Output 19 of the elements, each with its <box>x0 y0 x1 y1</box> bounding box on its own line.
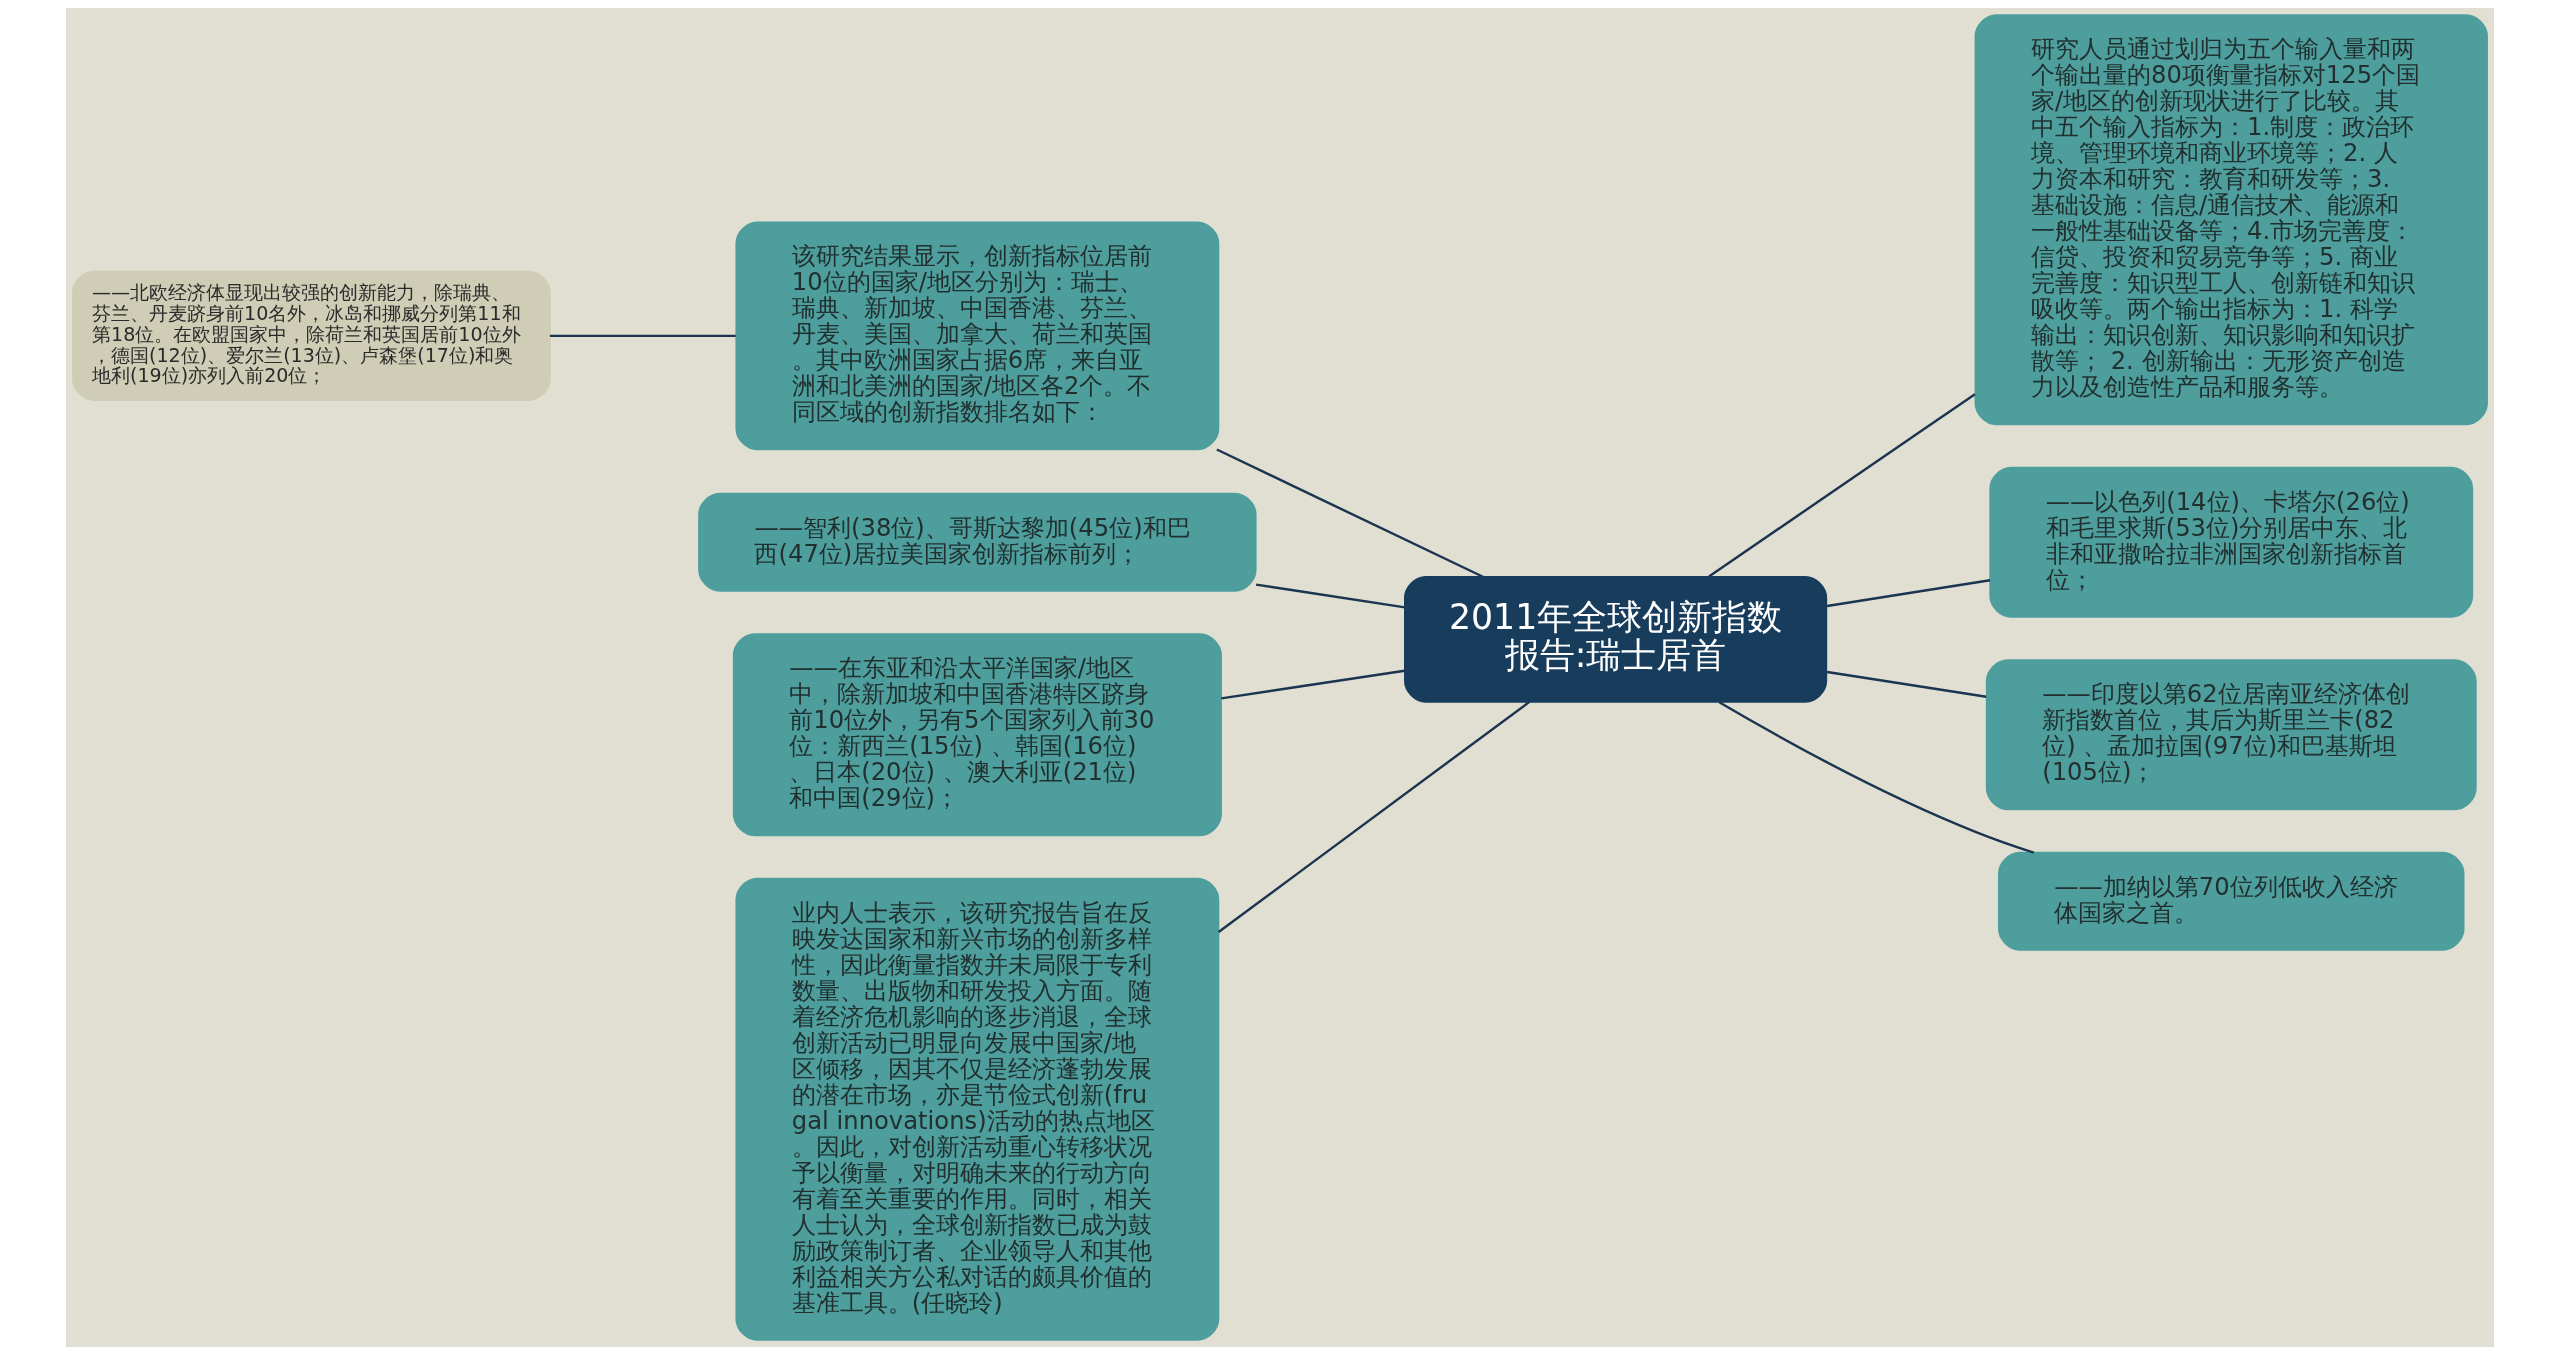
node-box: 2011年全球创新指数报告:瑞士居首 <box>1404 576 1828 703</box>
connector <box>1255 583 1406 609</box>
node-box: ——印度以第62位居南亚经济体创新指数首位，其后为斯里兰卡(82位) 、孟加拉国(97位)和巴基斯坦(105位)； <box>1985 659 2477 811</box>
node-box: ——加纳以第70位列低收入经济体国家之首。 <box>1998 851 2465 951</box>
connector <box>1718 701 2035 854</box>
connector <box>1708 393 1976 578</box>
connector <box>1221 669 1405 700</box>
node-box: 该研究结果显示，创新指标位居前10位的国家/地区分别为：瑞士、瑞典、新加坡、中国香港、芬兰、丹麦、美国、加拿大、荷兰和英国。其中欧洲国家占据6席，来自亚洲和北美洲的国家/地区各2个。不同区域的创新指数排名如下： <box>735 221 1220 451</box>
connector <box>1826 670 1987 699</box>
connector <box>549 334 736 338</box>
connector <box>1217 700 1531 933</box>
node-box: 研究人员通过划归为五个输入量和两个输出量的80项衡量指标对125个国家/地区的创新现状进行了比较。其中五个输入指标为：1.制度：政治环境、管理环境和商业环境等；2. 人力资本和研究：教育和研发等；3. 基础设施：信息/通信技术、能源和一般性基础设备等；4.市场完善度：信贷、投资和贸易竞争等；5. 商业完善度：知识型工人、创新链和知识吸收等。两个输出指标为：1. 科学输出：知识创新、知识影响和知识扩散等； 2. 创新输出：无形资产创造力以及创造性产品和服务等。 <box>1974 14 2488 426</box>
node-box: 业内人士表示，该研究报告旨在反映发达国家和新兴市场的创新多样性，因此衡量指数并未局限于专利数量、出版物和研发投入方面。随着经济危机影响的逐步消退，全球创新活动已明显向发展中国家/地区倾移，因其不仅是经济蓬勃发展的潜在市场，亦是节俭式创新(frugal innovations)活动的热点地区。因此，对创新活动重心转移状况予以衡量，对明确未来的行动方向有着至关重要的作用。同时，相关人士认为，全球创新指数已成为鼓励政策制订者、企业领导人和其他利益相关方公私对话的颇具价值的基准工具。(任晓玲) <box>735 877 1220 1341</box>
connector <box>1826 579 1991 608</box>
node-box: ——以色列(14位)、卡塔尔(26位)和毛里求斯(53位)分别居中东、北非和亚撒哈拉非洲国家创新指标首位； <box>1989 466 2474 618</box>
node-box: ——北欧经济体显现出较强的创新能力，除瑞典、芬兰、丹麦跻身前10名外，冰岛和挪威分列第11和第18位。在欧盟国家中，除荷兰和英国居前10位外，德国(12位)、爱尔兰(13位)、卢森堡(17位)和奥地利(19位)亦列入前20位； <box>72 270 551 401</box>
node-box: ——智利(38位)、哥斯达黎加(45位)和巴西(47位)居拉美国家创新指标前列； <box>698 492 1257 592</box>
node-box: ——在东亚和沿太平洋国家/地区中，除新加坡和中国香港特区跻身前10位外，另有5个国家列入前30位：新西兰(15位) 、韩国(16位) 、日本(20位) 、澳大利亚(21位)和中国(29位)； <box>732 633 1222 837</box>
connector <box>1216 448 1484 578</box>
